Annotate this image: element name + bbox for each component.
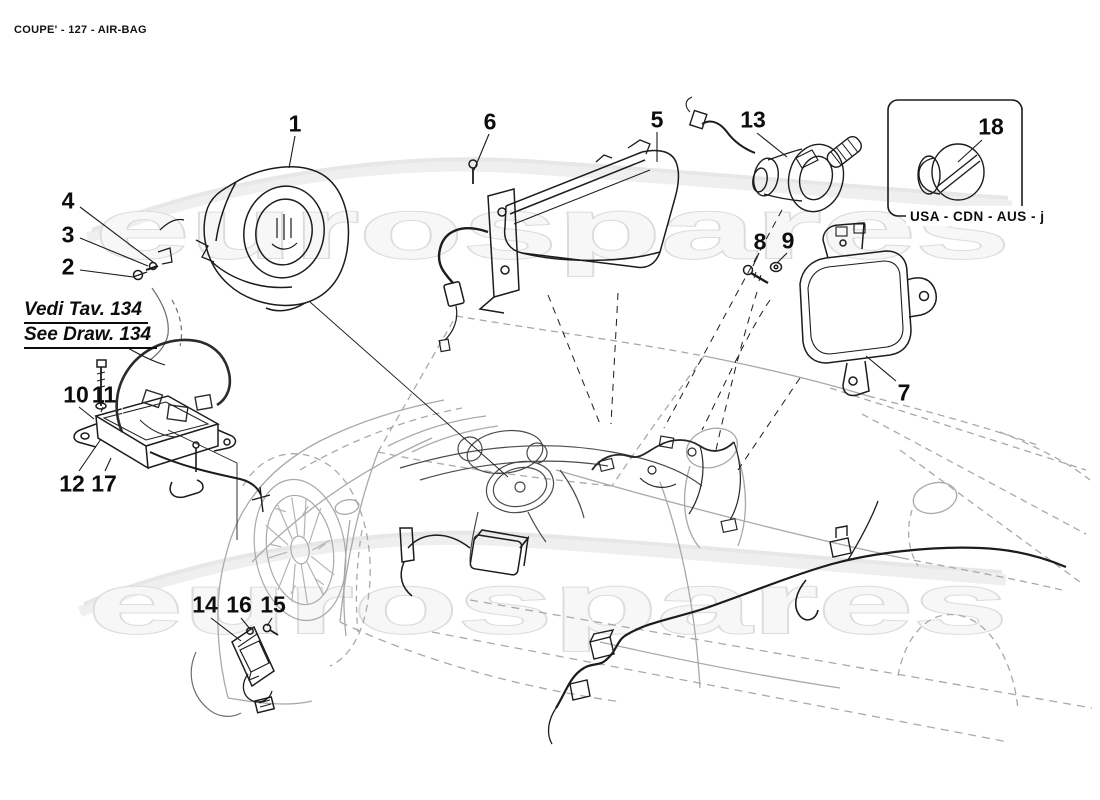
- callout-10: 10: [63, 381, 89, 408]
- leader-lines: [78, 132, 983, 642]
- callout-14: 14: [192, 591, 218, 618]
- callout-5: 5: [650, 106, 664, 133]
- grommet-drawing: [917, 143, 985, 201]
- page-title: COUPE' - 127 - AIR-BAG: [14, 24, 147, 36]
- see-drawing-note: Vedi Tav. 134 See Draw. 134: [24, 299, 158, 349]
- ecu-drawing: [73, 359, 271, 513]
- reference-harness-drawing: [115, 338, 232, 438]
- watermark-bottom: eurospares: [77, 530, 1009, 653]
- callout-12: 12: [59, 470, 85, 497]
- floor-ecu-drawing: [399, 527, 530, 597]
- washer-9: [769, 261, 783, 273]
- callout-11: 11: [91, 381, 117, 408]
- callout-3: 3: [61, 221, 75, 248]
- car-outline: [217, 315, 1093, 743]
- see-drawing-note-english: See Draw. 134: [24, 324, 158, 349]
- callout-15: 15: [260, 591, 286, 618]
- bolt-8: [742, 264, 769, 285]
- callout-7: 7: [897, 379, 911, 406]
- callout-1: 1: [288, 110, 302, 137]
- driver-airbag-drawing: [132, 166, 350, 361]
- front-sensor-drawing: [190, 623, 279, 717]
- callout-2: 2: [61, 253, 75, 280]
- watermark-text-bottom: eurospares: [88, 556, 1008, 652]
- side-airbag-module-drawing: [742, 222, 937, 397]
- callout-8: 8: [753, 228, 767, 255]
- callout-9: 9: [781, 227, 795, 254]
- watermark-top: eurospares: [85, 157, 1013, 278]
- region-box-label: USA - CDN - AUS - j: [906, 209, 1049, 224]
- wiring-harness-drawing: [547, 500, 1067, 745]
- callout-4: 4: [61, 187, 75, 214]
- callout-18: 18: [978, 113, 1004, 140]
- callout-16: 16: [226, 591, 252, 618]
- passenger-airbag-drawing: [437, 139, 680, 353]
- crash-sensor-13-drawing: [685, 96, 862, 213]
- callout-17: 17: [91, 470, 117, 497]
- front-wheel: [253, 478, 347, 622]
- dashboard-detail: [399, 429, 741, 563]
- callout-13: 13: [740, 106, 766, 133]
- callout-6: 6: [483, 108, 497, 135]
- see-drawing-note-italian: Vedi Tav. 134: [24, 299, 148, 324]
